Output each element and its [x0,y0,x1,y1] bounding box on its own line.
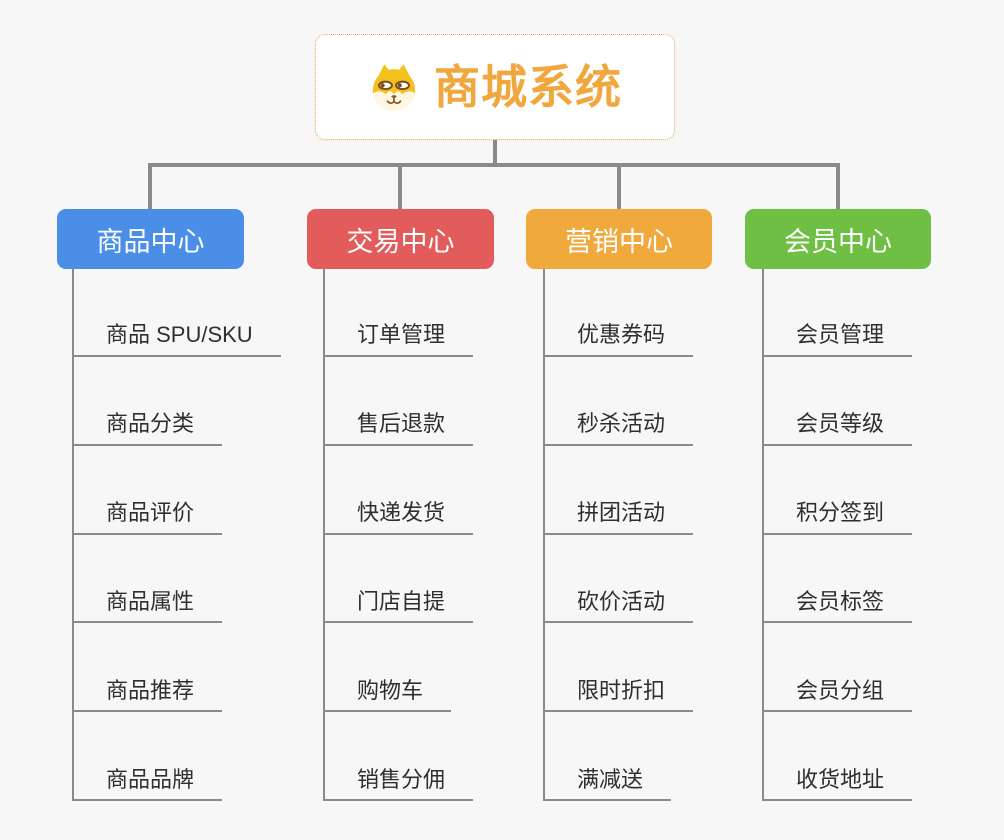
child-column-trade-center: 订单管理 售后退款 快递发货 门店自提 购物车 销售分佣 [323,268,474,801]
branch-label: 商品中心 [96,226,205,257]
branch-label: 营销中心 [565,226,673,257]
drop-connector-marketing [617,163,621,210]
root-topic[interactable]: 商城系统 [315,34,675,140]
child-topic[interactable]: 优惠券码 [543,321,694,357]
child-topic[interactable]: 商品评价 [72,499,223,535]
child-topic[interactable]: 快递发货 [323,499,474,535]
child-topic[interactable]: 商品属性 [72,588,223,624]
child-topic[interactable]: 售后退款 [323,410,474,446]
child-topic[interactable]: 会员管理 [762,321,913,357]
child-topic[interactable]: 秒杀活动 [543,410,694,446]
shiba-dog-icon [372,64,416,112]
child-topic[interactable]: 满减送 [543,766,672,801]
child-topic[interactable]: 门店自提 [323,588,474,624]
branch-node-product-center[interactable]: 商品中心 [57,209,244,269]
spine-marketing [543,268,545,801]
drop-connector-product [148,163,152,210]
child-topic[interactable]: 收货地址 [762,766,913,801]
child-topic[interactable]: 订单管理 [323,321,474,357]
child-column-product-center: 商品 SPU/SKU 商品分类 商品评价 商品属性 商品推荐 商品品牌 [72,268,281,801]
branch-label: 会员中心 [784,226,892,257]
drop-connector-trade [398,163,402,210]
bus-connector [148,163,840,167]
child-topic[interactable]: 商品推荐 [72,677,223,713]
branch-node-marketing-center[interactable]: 营销中心 [526,209,712,269]
child-column-member-center: 会员管理 会员等级 积分签到 会员标签 会员分组 收货地址 [762,268,913,801]
child-topic[interactable]: 会员等级 [762,410,913,446]
spine-product [72,268,74,801]
child-topic[interactable]: 砍价活动 [543,588,694,624]
spine-member [762,268,764,801]
child-topic[interactable]: 会员标签 [762,588,913,624]
child-column-marketing-center: 优惠券码 秒杀活动 拼团活动 砍价活动 限时折扣 满减送 [543,268,694,801]
root-stem-connector [493,140,497,165]
child-topic[interactable]: 会员分组 [762,677,913,713]
spine-trade [323,268,325,801]
drop-connector-member [836,163,840,210]
child-topic[interactable]: 商品品牌 [72,766,223,801]
branch-node-trade-center[interactable]: 交易中心 [307,209,494,269]
child-topic[interactable]: 限时折扣 [543,677,694,713]
child-topic[interactable]: 销售分佣 [323,766,474,801]
child-topic[interactable]: 拼团活动 [543,499,694,535]
branch-label: 交易中心 [346,226,455,257]
branch-node-member-center[interactable]: 会员中心 [745,209,931,269]
child-topic[interactable]: 购物车 [323,677,452,713]
root-topic-title: 商城系统 [434,61,622,113]
child-topic[interactable]: 积分签到 [762,499,913,535]
child-topic[interactable]: 商品 SPU/SKU [72,321,281,357]
child-topic[interactable]: 商品分类 [72,410,223,446]
